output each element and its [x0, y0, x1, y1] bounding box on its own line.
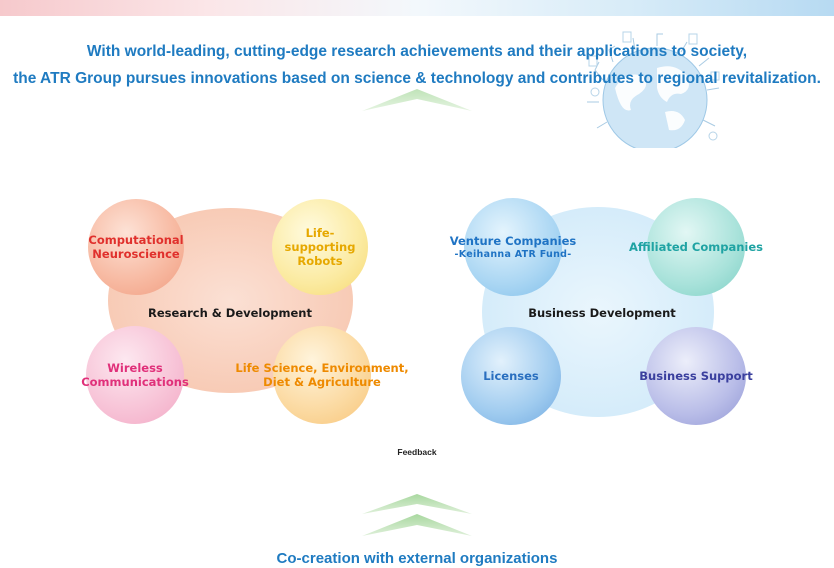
affiliated-label: Affiliated Companies — [629, 240, 763, 254]
business-support-label: Business Support — [639, 369, 753, 383]
venture-label-2: -Keihanna ATR Fund- — [454, 249, 572, 260]
bubble-licenses: Licenses — [461, 327, 561, 425]
wireless-label-1: Wireless — [107, 361, 163, 375]
venture-label-1: Venture Companies — [449, 234, 577, 248]
feedback-label: Feedback — [397, 447, 437, 457]
bubble-computational-neuroscience: Computational Neuroscience — [88, 199, 184, 295]
double-chevron-up-icon — [362, 494, 472, 536]
robots-label-2: Robots — [297, 254, 343, 268]
bubble-business-support — [646, 327, 746, 425]
top-gradient-bar — [0, 0, 834, 16]
robots-label-1: Life-supporting — [284, 226, 356, 254]
headline: With world-leading, cutting-edge researc… — [0, 38, 834, 92]
bubble-venture-companies — [464, 198, 562, 296]
neuro-label-1: Computational — [88, 233, 184, 247]
business-development-title: Business Development — [528, 306, 676, 320]
headline-line-1: With world-leading, cutting-edge researc… — [86, 43, 748, 60]
bubble-wireless-communications: Wireless Communications — [81, 326, 189, 424]
globe-illustration — [587, 31, 720, 148]
chevron-up-icon — [362, 89, 472, 111]
life-label-2: Diet & Agriculture — [263, 375, 381, 389]
licenses-label: Licenses — [483, 369, 539, 383]
life-label-1: Life Science, Environment, — [235, 361, 409, 375]
wireless-label-2: Communications — [81, 375, 189, 389]
headline-line-2: the ATR Group pursues innovations based … — [13, 70, 821, 87]
bubble-life-science — [273, 326, 371, 424]
bubble-life-supporting-robots: Life-supporting Robots — [272, 199, 368, 295]
bubble-affiliated-companies — [647, 198, 745, 296]
life-science-label: Life Science, Environment, Diet & Agricu… — [232, 361, 412, 389]
neuro-label-2: Neuroscience — [92, 247, 180, 261]
research-development-title: Research & Development — [148, 306, 312, 320]
co-creation-text: Co-creation with external organizations — [276, 550, 558, 567]
venture-label: Venture Companies -Keihanna ATR Fund- — [436, 234, 590, 262]
